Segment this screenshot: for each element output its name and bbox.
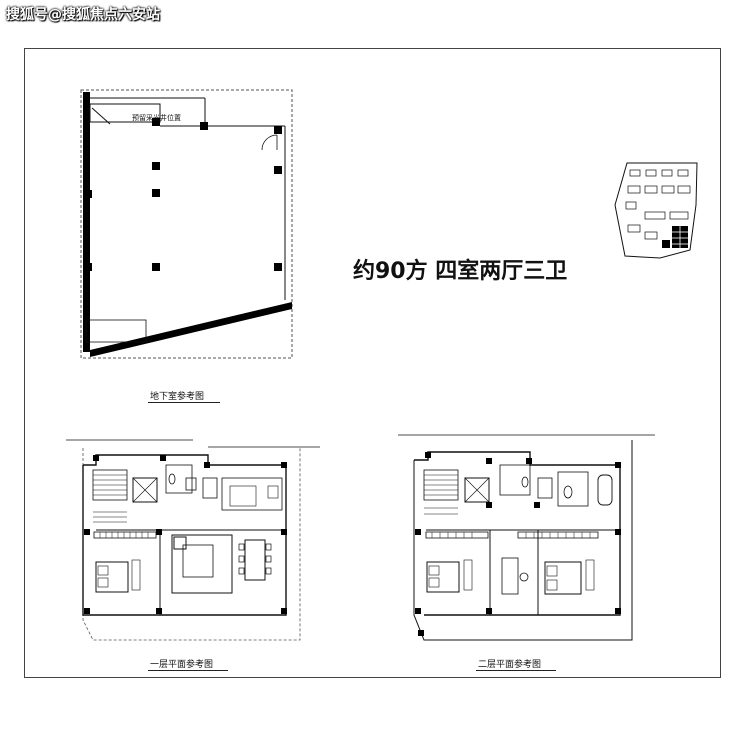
floor1-sofa-set: [171, 534, 233, 594]
skylight-box: [89, 103, 161, 123]
floor2-columns: [415, 452, 621, 636]
floor1-shower: [202, 477, 218, 499]
floor1-caption: 一层平面参考图: [150, 660, 214, 670]
floor2-bed-right: [544, 561, 582, 595]
floor1-kitchen: [221, 477, 283, 511]
floor2-caption-underline: [476, 670, 556, 671]
floor2-wc-2: [557, 471, 589, 507]
floor1-elevator: [132, 477, 158, 503]
floor1-columns: [84, 455, 287, 614]
floor1-top-wall: [83, 454, 286, 466]
floor2-shower: [537, 477, 553, 499]
floor1-wardrobe: [93, 531, 157, 539]
floor2-bathtub: [597, 474, 613, 506]
floor1-outer-wall: [82, 465, 287, 616]
floor1-toilet: [168, 473, 176, 485]
basement-lightwell: [85, 319, 147, 343]
floor1-dining-table: [244, 539, 266, 581]
basement-west-wall: [83, 92, 90, 352]
basement-columns: [86, 118, 282, 271]
floor2-desk: [501, 557, 519, 595]
floor2-caption: 二层平面参考图: [478, 660, 542, 670]
skylight-stroke: [91, 107, 111, 125]
floor1-plan: [66, 439, 320, 641]
skylight-note: 预留采光井位置: [132, 113, 181, 122]
floor1-caption-underline: [148, 670, 228, 671]
basement-caption: 地下室参考图: [150, 392, 205, 402]
floor1-wc: [165, 464, 193, 494]
floor1-bed: [95, 561, 129, 593]
floor2-bed-left: [426, 561, 460, 593]
basement-plan: 预留采光井位置: [80, 89, 293, 359]
floor2-outer-boundary: [413, 440, 633, 641]
floor2-plan: [398, 434, 655, 641]
drawing-frame: [24, 48, 721, 678]
unit-headline: 约90方 四室两厅三卫: [353, 259, 568, 284]
floor2-wc-1: [499, 464, 531, 496]
floor2-outer-wall: [414, 451, 621, 616]
floor2-elevator: [464, 477, 490, 503]
floor1-dashed-outline: [82, 447, 301, 641]
site-map-icon: [614, 162, 698, 259]
watermark-text: 搜狐号@搜狐焦点六安站: [6, 7, 160, 23]
floor1-stair-treads: [93, 474, 127, 523]
basement-door-arc: [261, 134, 278, 151]
basement-outline: [80, 89, 293, 359]
basement-south-wall: [90, 302, 292, 357]
basement-caption-underline: [148, 402, 220, 403]
